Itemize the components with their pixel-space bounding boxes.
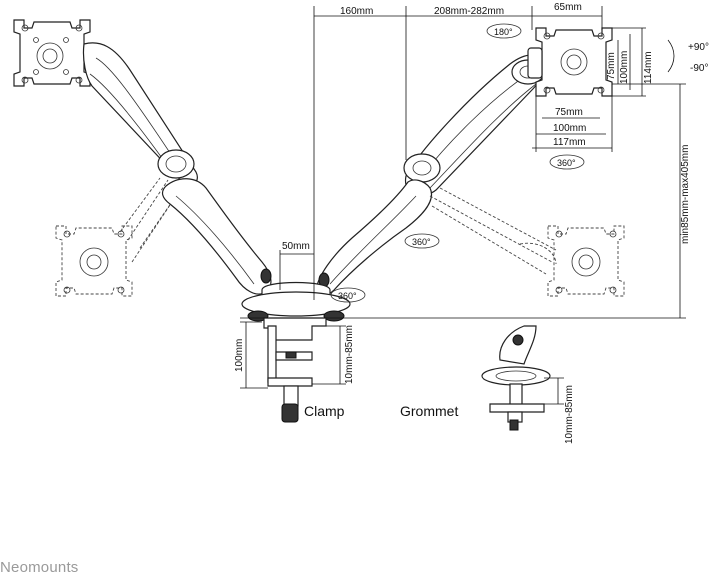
dim-grommet-range: 10mm-85mm: [564, 385, 575, 444]
dim-vesa-100-v: 100mm: [619, 51, 630, 84]
rotate-plate-label: 360°: [557, 158, 576, 168]
tilt-up-label: +90°: [688, 42, 709, 53]
dim-plate-depth: 65mm: [554, 2, 582, 13]
dim-height-range: min85mm-max405mm: [680, 145, 691, 244]
dimension-lines: [240, 6, 686, 405]
dim-vesa-75-h: 75mm: [555, 107, 583, 118]
rotate-top-label: 180°: [494, 27, 513, 37]
left-vesa-plate-upper: [13, 19, 91, 87]
right-vesa-plate-upper: [527, 27, 613, 97]
left-forearm: [161, 178, 272, 295]
rotate-base-label: 360°: [338, 291, 357, 301]
clamp-label: Clamp: [304, 403, 345, 419]
grommet-label: Grommet: [400, 403, 458, 419]
right-vesa-plate-lower: [429, 187, 625, 297]
left-upper-arm: [82, 42, 198, 187]
dim-vesa-117-h: 117mm: [553, 137, 586, 148]
central-base: [241, 281, 351, 423]
dim-base-width: 50mm: [282, 241, 310, 252]
right-upper-arm: [403, 54, 545, 196]
right-forearm: [315, 179, 433, 296]
dim-vesa-114-v: 114mm: [643, 51, 654, 84]
dim-clamp-range: 10mm-85mm: [344, 325, 355, 384]
rotate-mid-label: 360°: [412, 237, 431, 247]
grommet-mount: [481, 325, 551, 431]
tilt-down-label: -90°: [690, 63, 708, 74]
dim-vesa-75-v: 75mm: [606, 52, 617, 80]
dim-arm-offset: 160mm: [340, 6, 373, 17]
left-vesa-plate-lower: [55, 177, 177, 297]
brand-logo: Neomounts: [0, 559, 79, 576]
dim-vesa-100-h: 100mm: [553, 123, 586, 134]
rotation-badges: [330, 23, 585, 303]
dim-clamp-height: 100mm: [234, 339, 245, 372]
dim-arm-reach: 208mm-282mm: [434, 6, 504, 17]
